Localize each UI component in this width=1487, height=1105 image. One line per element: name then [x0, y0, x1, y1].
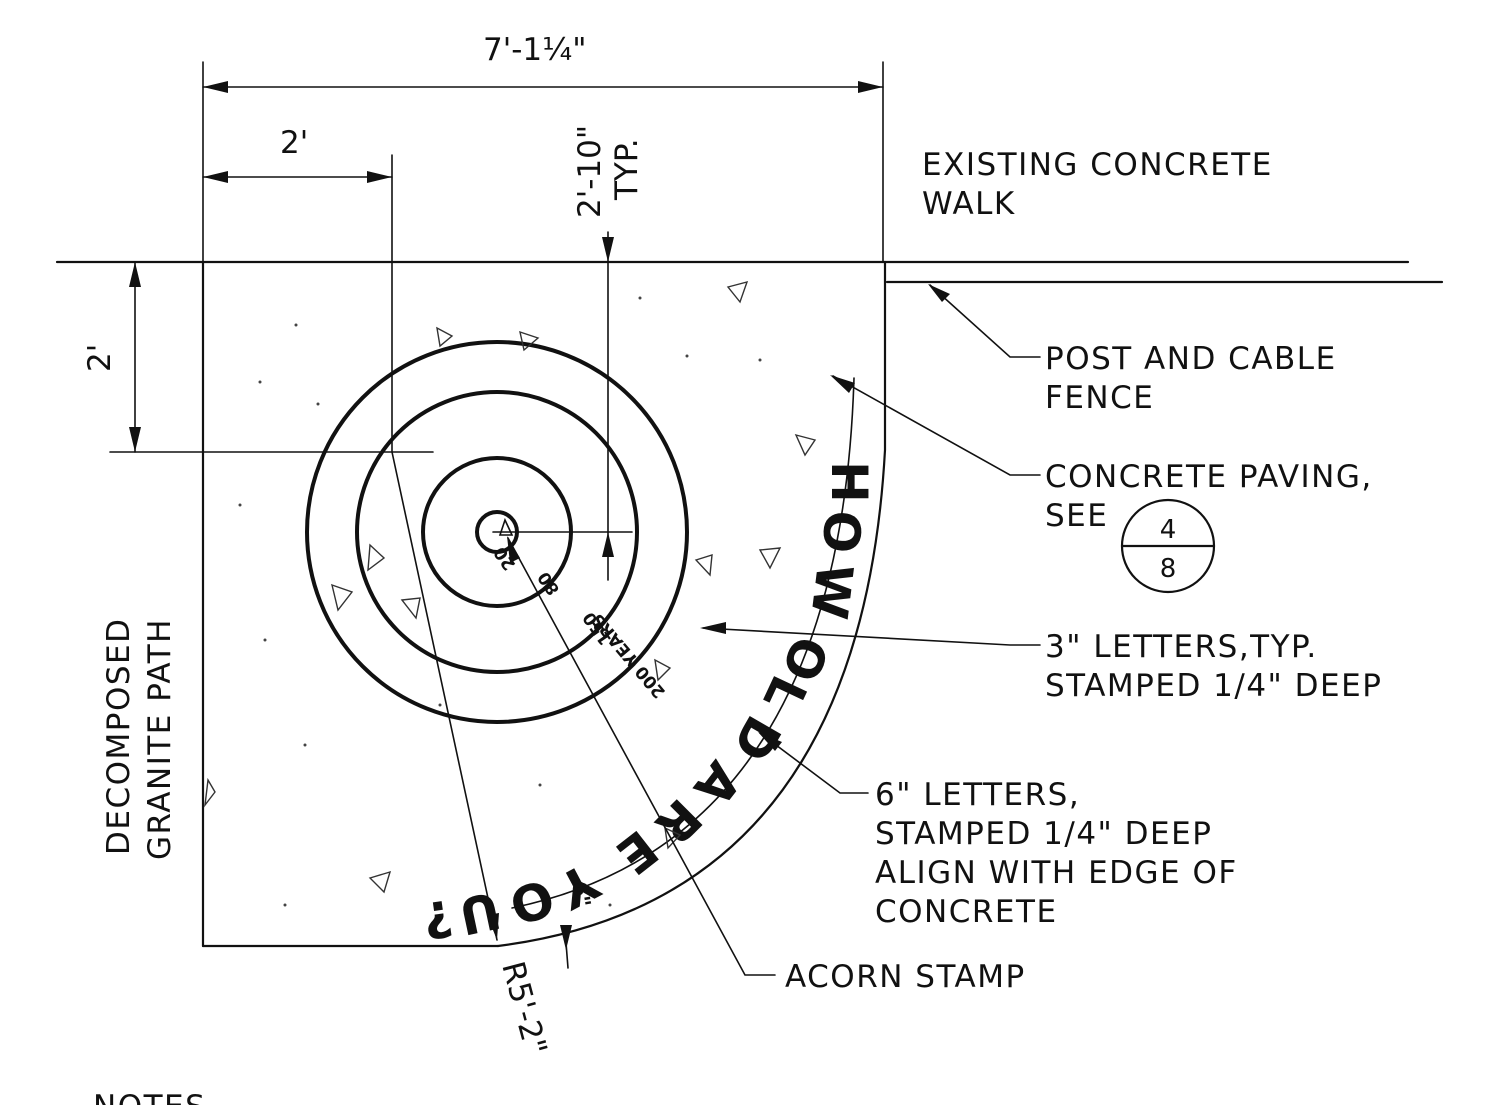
fence-leader — [929, 284, 1041, 358]
paving-leader — [832, 375, 1041, 476]
paving-label-line1: CONCRETE PAVING, — [1045, 459, 1373, 495]
walk-label-line2: WALK — [922, 186, 1016, 222]
small-letters-leader — [702, 627, 1041, 646]
stamp-char-7: A — [683, 751, 753, 817]
ring-200 — [305, 340, 689, 724]
small-letters-line2: STAMPED 1/4" DEEP — [1045, 668, 1382, 704]
ring-80 — [421, 456, 573, 608]
offset-typ-arrow-top — [602, 237, 614, 262]
stamp-char-3: W — [799, 561, 863, 623]
offset-x-label: 2' — [280, 125, 308, 161]
large-letters-line2: STAMPED 1/4" DEEP — [875, 816, 1212, 852]
dimension-lines — [129, 61, 884, 969]
small-letters-line1: 3" LETTERS,TYP. — [1045, 629, 1318, 665]
radius-arrow — [487, 913, 499, 940]
acorn-label: ACORN STAMP — [785, 959, 1026, 995]
tree-rings — [305, 340, 689, 724]
fence-label-line2: FENCE — [1045, 380, 1154, 416]
edge-offset-arrow — [560, 925, 572, 950]
stamped-text-how-old-are-you: H O W O L D A R E Y O U ? — [420, 461, 878, 950]
offset-typ-suffix: TYP. — [609, 138, 645, 201]
acorn-leader-arrow — [507, 536, 520, 563]
paving-leader-arrow — [830, 375, 855, 393]
stamp-char-11: O — [502, 867, 562, 936]
ring-150 — [355, 390, 639, 674]
stamp-char-2: O — [812, 510, 871, 555]
fence-label-line1: POST AND CABLE — [1045, 341, 1337, 377]
aggregate-hatch — [204, 280, 817, 907]
ring-label-200: 200 YEARS — [588, 609, 670, 701]
detail-number: 4 — [1160, 515, 1177, 545]
detail-sheet: 8 — [1160, 554, 1177, 584]
walk-label-line1: EXISTING CONCRETE — [922, 147, 1273, 183]
stamp-char-1: H — [820, 461, 878, 503]
large-letters-line3: ALIGN WITH EDGE OF — [875, 855, 1238, 891]
ring-20 — [475, 510, 519, 554]
acorn-leader — [507, 537, 776, 976]
overall-arrow-right — [858, 81, 883, 93]
large-letters-leader-arrow — [758, 732, 782, 751]
linework — [55, 260, 1444, 948]
stamp-char-6: D — [721, 706, 792, 771]
radius-leader — [391, 451, 498, 941]
detail-reference-bubble: 4 8 — [1120, 498, 1216, 594]
acorn-stamp-mark — [498, 517, 514, 536]
offset-y-arrow-top — [129, 262, 141, 287]
offset-typ-label: 2'-10" — [572, 125, 608, 218]
large-letters-line4: CONCRETE — [875, 894, 1058, 930]
notes-heading-fragment: NOTES — [93, 1089, 206, 1105]
small-letters-leader-arrow — [700, 622, 726, 634]
stamp-char-12: U — [454, 880, 506, 945]
stamp-char-13: ? — [420, 888, 457, 949]
paving-label-line2: SEE — [1045, 498, 1108, 534]
large-letters-line1: 6" LETTERS, — [875, 777, 1080, 813]
offset-y-arrow-bottom — [129, 427, 141, 452]
path-label-line2: GRANITE PATH — [142, 618, 178, 860]
fence-leader-arrow — [928, 284, 950, 302]
overall-width-label: 7'-1¼" — [483, 32, 586, 68]
inner-offset-arc — [511, 377, 855, 909]
callout-leaders — [507, 284, 1041, 976]
offset-y-label: 2' — [82, 344, 118, 372]
offset-x-arrow-right — [367, 171, 392, 183]
concrete-curved-edge — [496, 260, 887, 948]
offset-typ-arrow-bottom — [602, 532, 614, 557]
large-letters-leader — [759, 732, 869, 794]
offset-x-arrow-left — [203, 171, 228, 183]
edge-offset-label: 6" — [567, 880, 595, 909]
path-label-line1: DECOMPOSED — [101, 618, 137, 855]
radius-label: R5'-2" — [494, 958, 553, 1059]
overall-arrow-left — [203, 81, 228, 93]
